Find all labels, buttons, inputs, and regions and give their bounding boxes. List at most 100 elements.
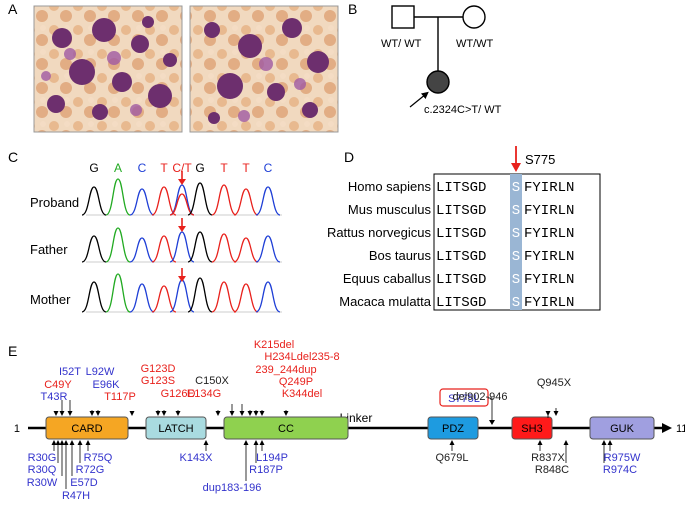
chromatogram-row-label: Proband [30,195,79,210]
mutation-label-above: T43R [41,391,68,403]
mutation-label-above: K215del [254,339,294,351]
chromatogram-row-label: Father [30,242,68,257]
conserved-residue: S [512,272,520,288]
conserved-residue: S [512,203,520,219]
chromatogram-peak [255,235,281,263]
chromatogram-peak [105,273,131,313]
mutation-label-below: R30Q [28,464,57,476]
mutation-label-below: L194P [256,452,288,464]
mutation-label-below: R30G [28,452,57,464]
chromatogram-peak [211,184,237,216]
chromatogram-peak [81,281,107,313]
conserved-residue: S [512,226,520,242]
sequence-prefix: LITSGD [436,249,486,265]
chromatogram-base: T [160,161,168,175]
chromatogram-peak [151,186,177,216]
site-label: S775 [525,152,555,167]
sequence-prefix: LITSGD [436,272,486,288]
chromatogram-base: A [114,161,122,175]
mutation-label-above: Q945X [537,377,572,389]
mutation-label-above: S775L [448,393,480,405]
domain-box [45,416,129,440]
conserved-residue: S [512,249,520,265]
chromatogram-peak [105,227,131,263]
protein-end-label: 1154 [676,423,685,435]
pedigree: WT/ WT WT/WT c.2324C>T/ WT [381,5,502,116]
mutation-label-below: dup183-196 [203,482,262,494]
species-label: Macaca mulatta [339,294,432,309]
domain-label: PDZ [442,423,464,435]
mutation-label-below: R72G [76,464,105,476]
chromatogram-peak [187,277,213,313]
sequence-suffix: FYIRLN [524,203,574,219]
mutation-label-above: E96K [93,379,121,391]
sequence-prefix: LITSGD [436,295,486,311]
father-symbol [391,5,415,29]
mother-symbol [462,5,486,29]
species-label: Mus musculus [348,202,432,217]
proband-genotype: c.2324C>T/ WT [424,104,502,116]
chromatogram-peak [105,178,131,216]
chromatogram-base: C [138,161,147,175]
domain-map: 11154LinkerCARDLATCHCCPDZSH3GUKI52TL92WC… [14,339,685,502]
mutation-label-below: R837X [531,452,565,464]
chromatogram-base: C [264,161,273,175]
chromatogram-peak [211,281,237,313]
sequence-prefix: LITSGD [436,180,486,196]
mutation-label-above: H234Ldel235-8 [264,351,339,363]
mutation-label-below: E57D [70,477,98,489]
chromatogram-peak [169,231,195,263]
chromatogram-peak [151,285,177,313]
chromatogram-base: G [195,161,204,175]
chromatogram-peak [129,283,155,313]
chromatogram-peak [81,186,107,216]
domain-box [427,416,479,440]
mutation-label-above: G126D [161,388,196,400]
species-label: Bos taurus [369,248,432,263]
mutation-label-below: R47H [62,490,90,502]
sequence-suffix: FYIRLN [524,295,574,311]
mutation-label-above: del902-946 [452,391,507,403]
domain-box [223,416,349,440]
panel-label-e: E [8,343,17,359]
chromatogram-base: T [242,161,250,175]
domain-label: LATCH [158,423,193,435]
micrograph-right [189,5,339,133]
chromatogram-peak [129,188,155,216]
domain-label: CC [278,423,294,435]
chromatogram-base: C/T [172,161,192,175]
highlighted-mutation-box [439,388,489,407]
chromatogram-peak [169,279,195,313]
panel-label-d: D [344,149,354,165]
chromatogram-row-label: Mother [30,292,71,307]
conserved-residue: S [512,180,520,196]
sequence-suffix: FYIRLN [524,180,574,196]
chromatogram-peak [211,233,237,263]
mutation-label-above: Q249P [279,376,313,388]
mutation-label-below: R848C [535,464,569,476]
mutation-label-above: I52T [59,366,81,378]
mutation-label-above: 239_244dup [255,364,316,376]
protein-start-label: 1 [14,423,20,435]
domain-label: SH3 [521,423,542,435]
panel-label-a: A [8,1,18,17]
chromatogram-peak [187,182,213,216]
mutation-label-above: G123D [141,363,176,375]
mutation-label-above: C150X [195,375,229,387]
father-genotype: WT/ WT [381,38,422,50]
chromatogram-peak [169,193,195,216]
mutation-label-above: E134G [187,388,221,400]
mutation-label-below: R75Q [84,452,113,464]
species-label: Equus caballus [343,271,432,286]
chromatogram-peak [255,281,281,313]
mutation-label-above: K344del [282,388,322,400]
proband-arrow-icon [409,91,429,108]
chromatogram-peak [187,231,213,263]
chromatogram-peak [255,186,281,216]
chromatogram-peak [233,237,259,263]
mutation-label-above: G123S [141,375,175,387]
sequence-prefix: LITSGD [436,203,486,219]
sequence-prefix: LITSGD [436,226,486,242]
